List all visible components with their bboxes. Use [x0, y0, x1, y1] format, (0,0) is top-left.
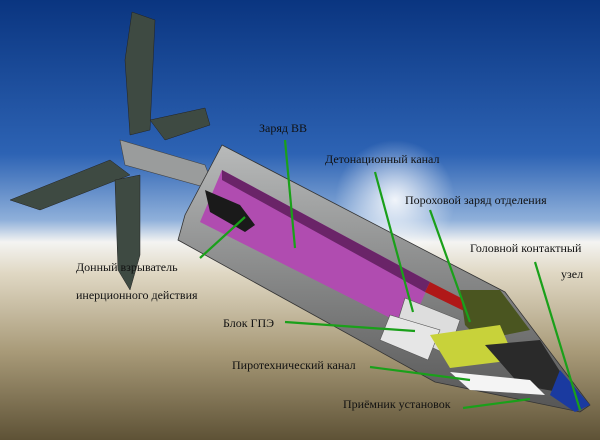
explosive-charge-top [222, 170, 430, 292]
base-fuze [205, 190, 255, 232]
label-fragment-block: Блок ГПЭ [223, 316, 274, 330]
label-powder-separation-charge: Пороховой заряд отделения [405, 193, 547, 207]
label-base-fuze-line2: инерционного действия [76, 288, 198, 302]
leader-explosive-charge [283, 139, 297, 249]
nose-tip [550, 370, 590, 412]
fragment-block-lower [379, 314, 441, 361]
leader-head-contact [533, 261, 582, 411]
head-contact-unit [485, 340, 575, 395]
leader-base-fuze [199, 216, 246, 259]
leader-pyrotechnic-channel [369, 365, 471, 382]
pyrotechnic-charge [430, 325, 515, 368]
settings-receiver [450, 372, 545, 395]
label-settings-receiver: Приёмник установок [343, 397, 451, 411]
label-explosive-charge: Заряд ВВ [259, 121, 307, 135]
label-head-contact-line2: узел [561, 267, 583, 281]
label-base-fuze-line1: Донный взрыватель [76, 260, 178, 274]
leader-fragment-block [284, 320, 416, 333]
leader-lines [199, 139, 582, 411]
label-head-contact-line1: Головной контактный [470, 241, 582, 255]
explosive-charge [200, 170, 430, 328]
leader-powder-charge [428, 209, 472, 323]
label-detonation-channel: Детонационный канал [325, 152, 439, 166]
powder-separation-charge [460, 290, 530, 340]
leader-detonation-channel [373, 171, 415, 313]
leader-settings-receiver [462, 397, 531, 410]
tail-fins [9, 11, 211, 291]
label-pyrotechnic-channel: Пиротехнический канал [232, 358, 356, 372]
